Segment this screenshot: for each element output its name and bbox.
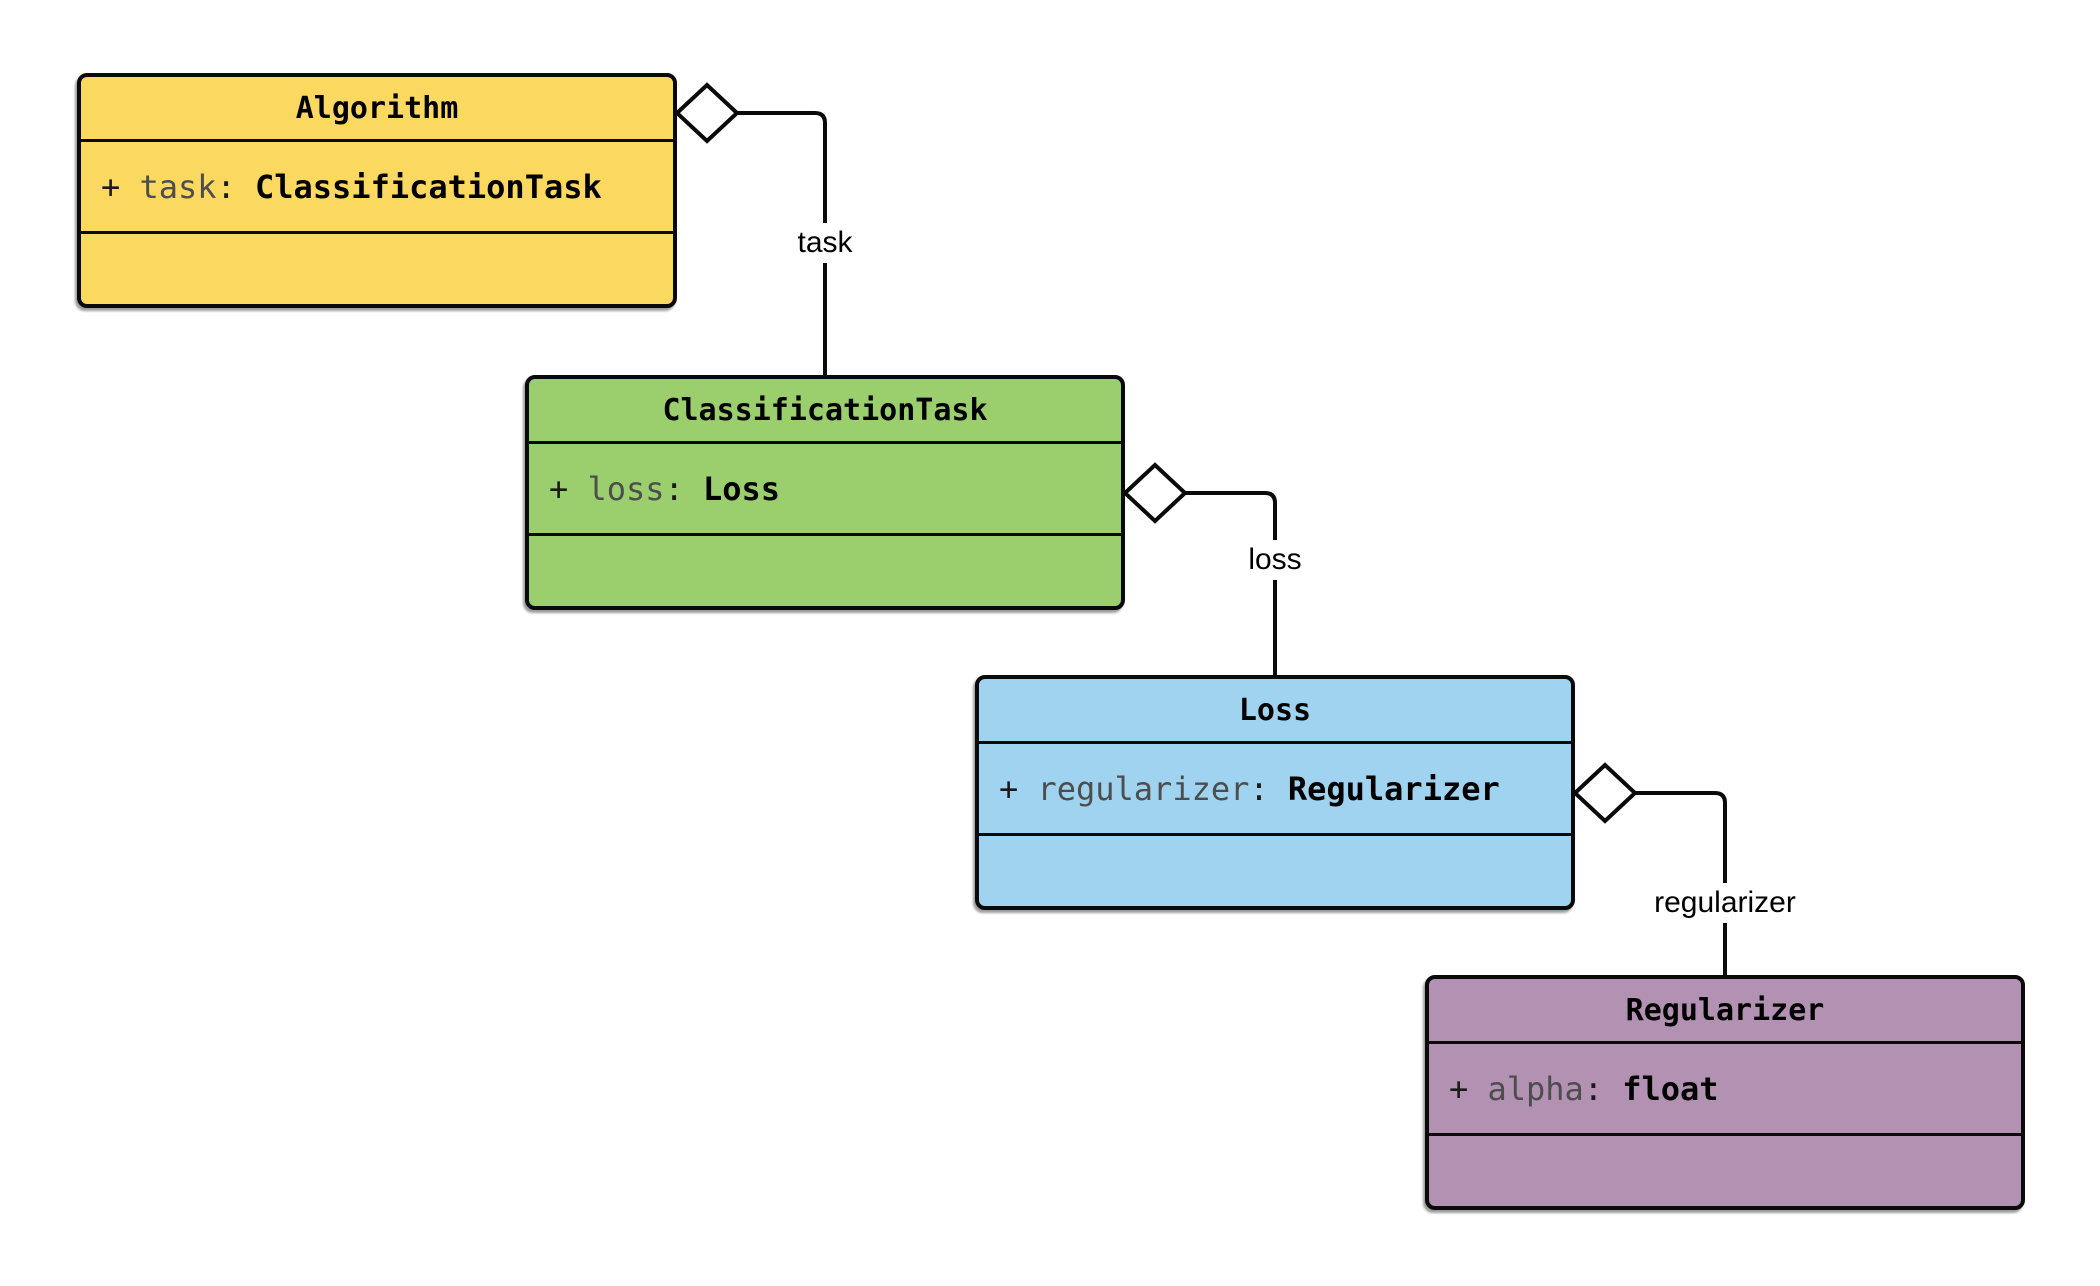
attribute-name: loss <box>587 469 665 508</box>
edge-label-loss: loss <box>1240 540 1310 580</box>
class-name-text: Regularizer <box>1625 992 1825 1028</box>
aggregation-diamond-icon <box>1122 462 1188 524</box>
attribute-visibility: + <box>999 769 1019 808</box>
edge-label-regularizer: regularizer <box>1646 883 1804 923</box>
aggregation-diamond-icon <box>674 82 740 144</box>
class-name-text: ClassificationTask <box>662 392 988 428</box>
attribute-separator: : <box>216 167 236 206</box>
class-methods-compartment-empty <box>529 536 1121 606</box>
class-attributes: + loss: Loss <box>529 441 1121 536</box>
aggregation-diamond-icon <box>1572 762 1638 824</box>
class-title: ClassificationTask <box>529 379 1121 441</box>
attribute-type: Regularizer <box>1287 769 1500 808</box>
attribute-visibility: + <box>1449 1069 1469 1108</box>
class-title: Loss <box>979 679 1571 741</box>
attribute-type: Loss <box>702 469 781 508</box>
class-box-loss[interactable]: Loss + regularizer: Regularizer <box>975 675 1575 910</box>
class-methods-compartment-empty <box>81 234 673 304</box>
attribute-visibility: + <box>549 469 569 508</box>
class-box-regularizer[interactable]: Regularizer + alpha: float <box>1425 975 2025 1210</box>
edge-line-regularizer <box>1635 791 1727 975</box>
attribute-name: task <box>139 167 217 206</box>
attribute-type: float <box>1622 1069 1719 1108</box>
class-title: Regularizer <box>1429 979 2021 1041</box>
attribute-name: alpha <box>1487 1069 1584 1108</box>
class-attributes: + regularizer: Regularizer <box>979 741 1571 836</box>
edge-label-task: task <box>789 223 861 263</box>
class-box-algorithm[interactable]: Algorithm + task: ClassificationTask <box>77 73 677 308</box>
edge-line-loss <box>1185 491 1277 675</box>
attribute-separator: : <box>1583 1069 1604 1108</box>
attribute-type: ClassificationTask <box>254 167 602 206</box>
class-title: Algorithm <box>81 77 673 139</box>
attribute-name: regularizer <box>1037 769 1250 808</box>
attribute-separator: : <box>664 469 684 508</box>
edge-line-task <box>737 111 827 375</box>
class-methods-compartment-empty <box>979 836 1571 906</box>
class-methods-compartment-empty <box>1429 1136 2021 1206</box>
attribute-separator: : <box>1249 769 1269 808</box>
class-box-classificationtask[interactable]: ClassificationTask + loss: Loss <box>525 375 1125 610</box>
class-attributes: + alpha: float <box>1429 1041 2021 1136</box>
class-name-text: Algorithm <box>295 90 459 126</box>
attribute-visibility: + <box>101 167 121 206</box>
class-attributes: + task: ClassificationTask <box>81 139 673 234</box>
class-name-text: Loss <box>1238 692 1312 728</box>
